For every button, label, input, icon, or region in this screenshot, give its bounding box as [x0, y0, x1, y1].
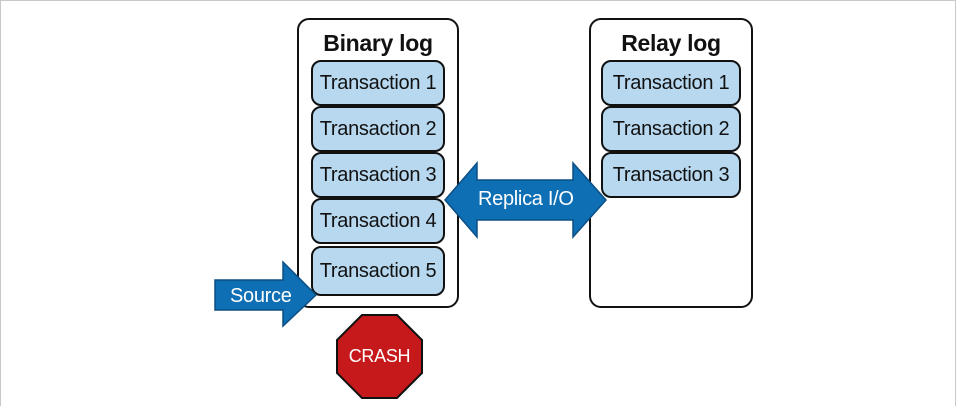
replica-io-arrow — [444, 160, 608, 240]
crash-octagon — [336, 314, 423, 399]
binary-log-transaction-1: Transaction 1 — [311, 60, 445, 106]
binary-log-transaction-5: Transaction 5 — [311, 246, 445, 296]
source-label: Source — [230, 285, 292, 307]
binary-log-title: Binary log — [323, 30, 433, 56]
frame-border-left — [0, 0, 1, 406]
binary-log-container: Binary log Transaction 1 Transaction 2 T… — [297, 18, 459, 308]
binary-log-transaction-2: Transaction 2 — [311, 106, 445, 152]
frame-border-top — [0, 0, 956, 1]
relay-log-transaction-1: Transaction 1 — [601, 60, 741, 106]
binary-log-transaction-4: Transaction 4 — [311, 198, 445, 244]
relay-log-transaction-3: Transaction 3 — [601, 152, 741, 198]
relay-log-transaction-2: Transaction 2 — [601, 106, 741, 152]
source-arrow — [214, 260, 318, 328]
binary-log-transaction-3: Transaction 3 — [311, 152, 445, 198]
replica-io-label: Replica I/O — [478, 188, 574, 210]
relay-log-container: Relay log Transaction 1 Transaction 2 Tr… — [589, 18, 753, 308]
crash-label: CRASH — [348, 346, 411, 366]
relay-log-title: Relay log — [621, 30, 721, 56]
